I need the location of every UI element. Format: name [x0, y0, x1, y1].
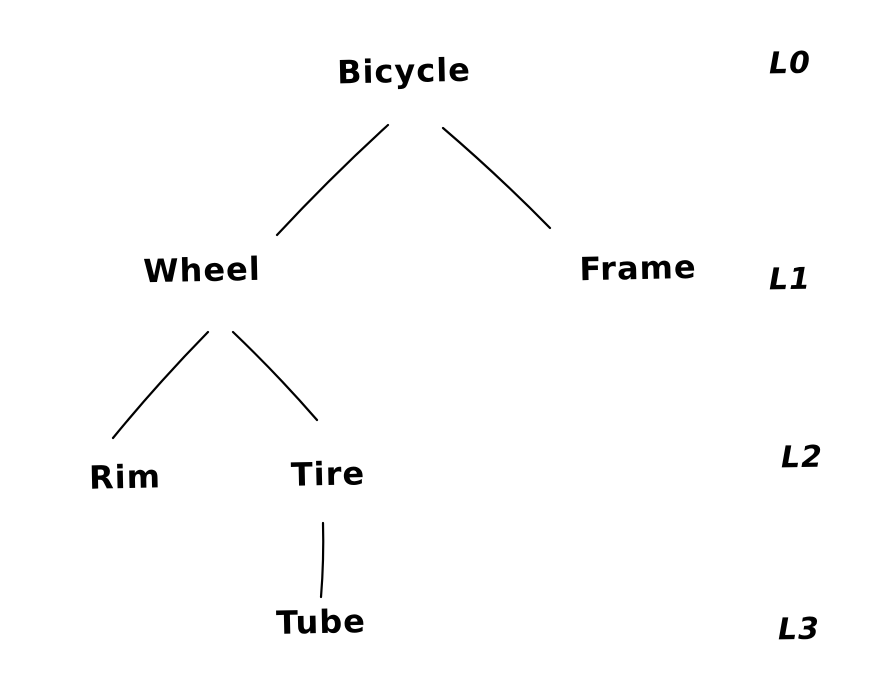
level-label-l3: L3 [777, 611, 821, 648]
level-label-l2: L2 [780, 439, 824, 476]
edge-bicycle-wheel [275, 123, 390, 237]
node-rim: Rim [88, 457, 162, 497]
node-wheel: Wheel [142, 249, 262, 291]
edge-bicycle-frame [441, 126, 552, 230]
edge-wheel-tire [231, 330, 319, 422]
level-label-l1: L1 [768, 261, 812, 298]
node-bicycle: Bicycle [336, 50, 472, 92]
node-frame: Frame [578, 247, 697, 289]
node-tube: Tube [275, 602, 367, 642]
level-label-l0: L0 [768, 45, 812, 82]
edge-wheel-rim [111, 330, 210, 440]
edge-tire-tube [319, 521, 325, 599]
node-tire: Tire [290, 454, 366, 494]
